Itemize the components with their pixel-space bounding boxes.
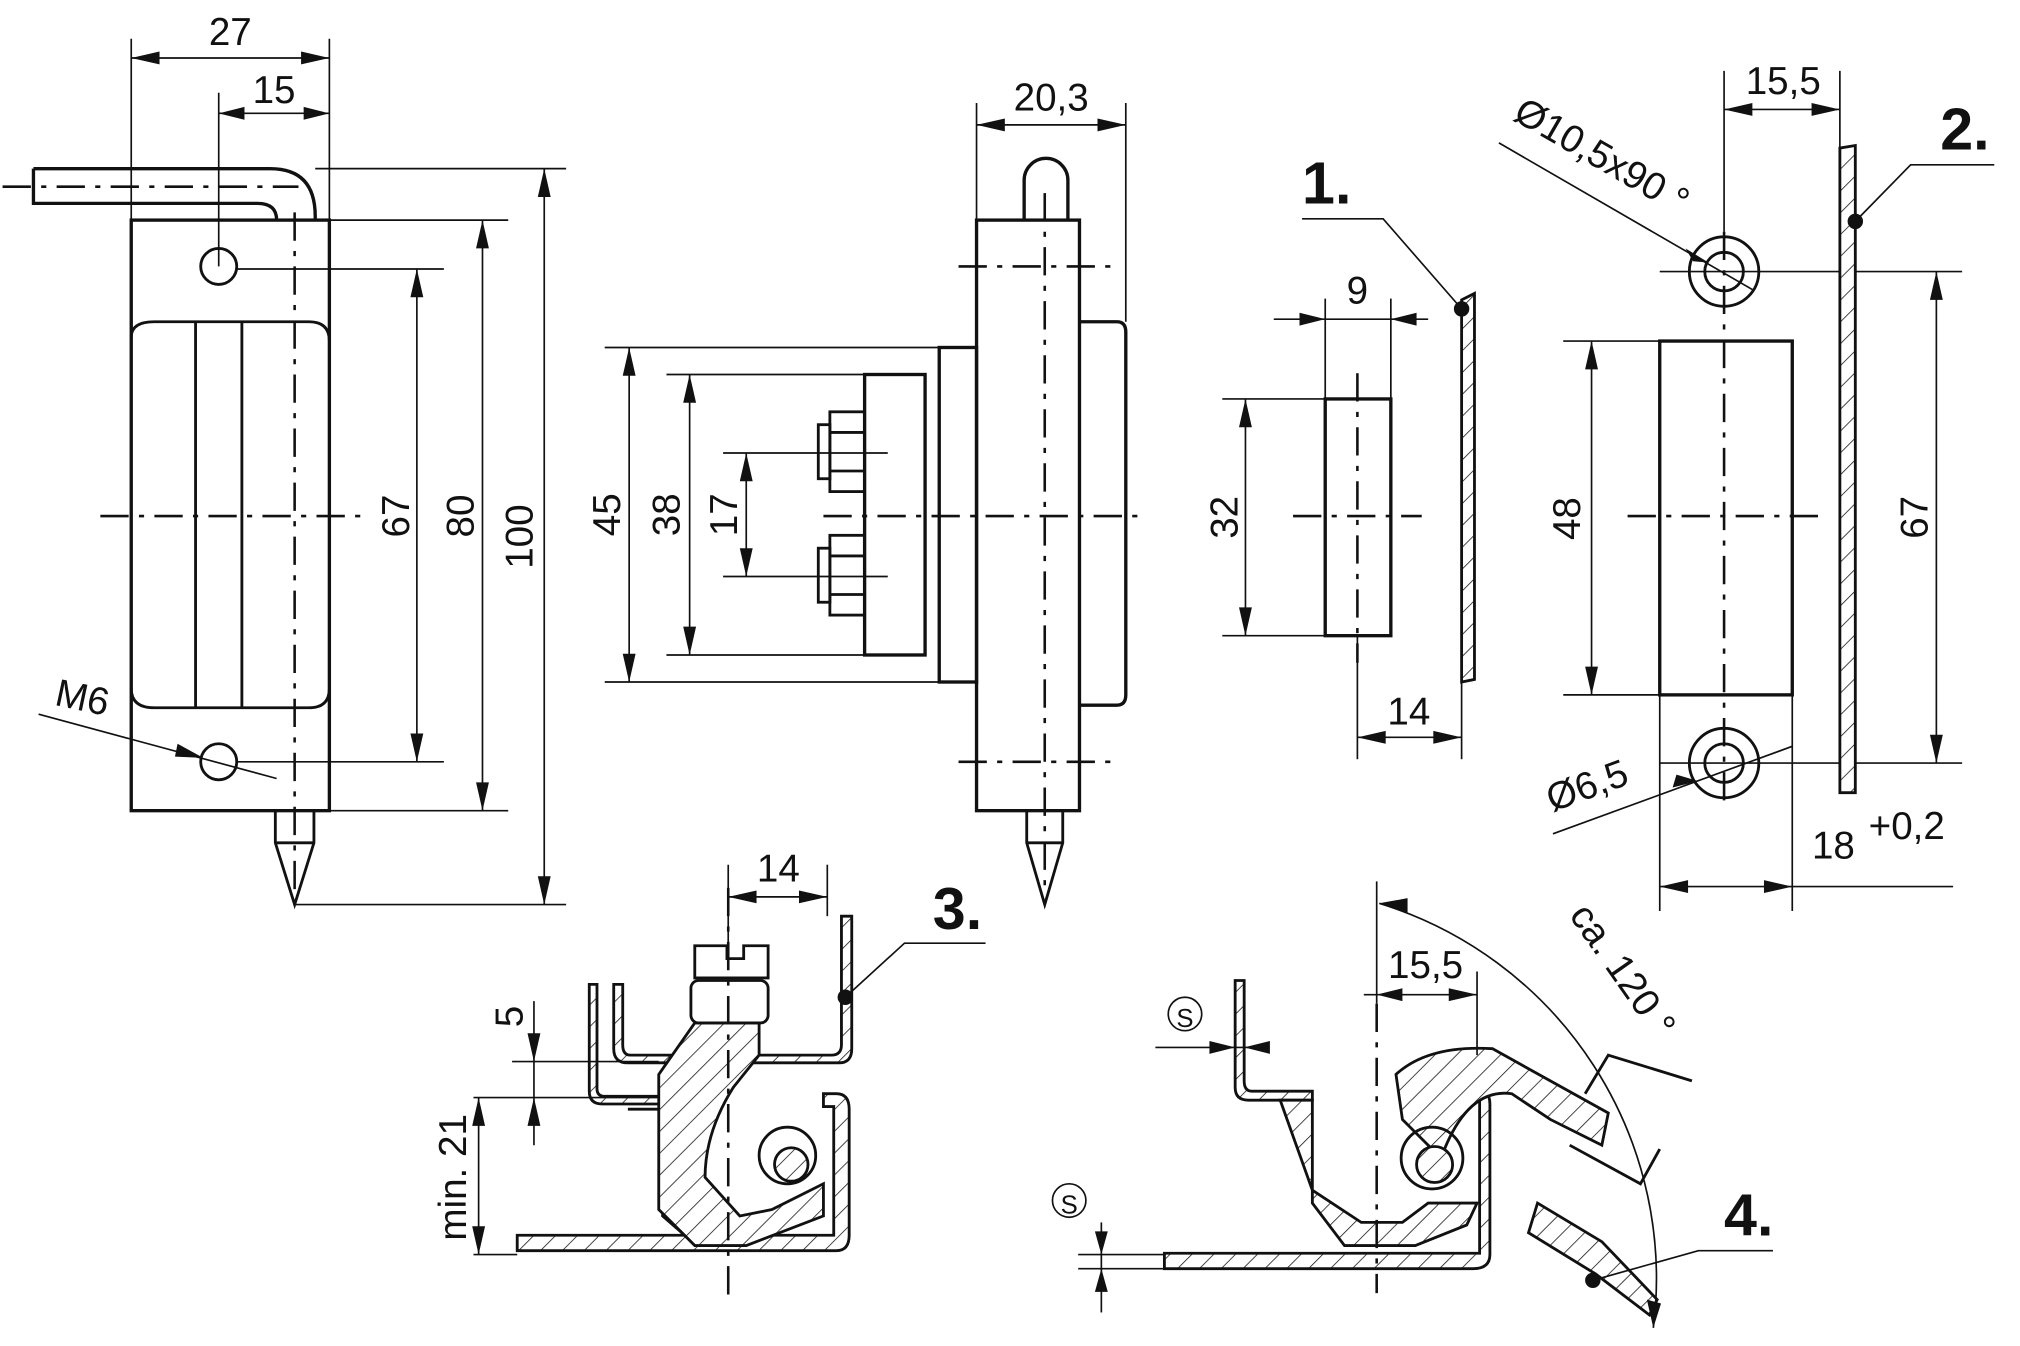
thickness-symbol-top-text: S [1176,1005,1193,1033]
front-pin [273,810,316,910]
dim-plate-45: 45 [586,493,629,536]
part-1-label: 1. [1302,149,1351,216]
dim-part3-gap: 5 [488,1006,531,1027]
side-bolt-bottom [816,533,867,617]
side-view: 20,3 45 38 17 [586,77,1139,910]
dim-width-total: 27 [209,11,252,54]
part-2-view: 2. 15,5 Ø10,5x90 ° 48 67 Ø6,5 18 +0,2 [1498,60,1995,912]
dim-part3-min-depth: min. 21 [432,1114,475,1241]
dim-part1-width: 9 [1347,270,1368,313]
dim-part2-tolerance: +0,2 [1869,805,1945,848]
dim-total-height: 100 [499,504,542,568]
dim-part3-offset: 14 [757,847,800,890]
dim-bolt-spacing: 17 [703,493,746,536]
front-lever [31,166,317,221]
side-bolt-top [816,410,867,494]
dim-part4-angle: ca. 120 ° [1561,896,1684,1046]
dim-countersink: Ø10,5x90 ° [1507,90,1696,224]
dim-body-height: 80 [439,495,482,538]
dim-part2-hole-spacing: 67 [1893,496,1936,539]
dim-thread: M6 [52,671,113,724]
dim-hole-spacing: 67 [375,495,418,538]
dim-hole-offset: 15 [253,69,296,112]
dim-part2-hole-offset: 15,5 [1746,60,1821,103]
front-recess [129,320,331,710]
dim-plate-38: 38 [645,493,688,536]
front-view: 27 15 67 80 100 M6 [2,11,567,910]
dim-part1-height: 32 [1204,496,1247,539]
thickness-symbol-top [1167,996,1203,1032]
part-2-label: 2. [1940,95,1989,162]
dim-part1-offset: 14 [1387,690,1430,733]
dim-part4-offset: 15,5 [1388,944,1463,987]
part-4-label: 4. [1724,1181,1773,1248]
thickness-symbol-bottom-text: S [1061,1191,1078,1219]
dim-depth: 20,3 [1014,77,1089,120]
part-3-view: 14 3. 5 min. 21 [432,847,986,1303]
dim-part2-width: 18 [1812,824,1855,867]
part-3-label: 3. [933,875,982,942]
thickness-symbol-bottom [1051,1182,1087,1219]
front-bottom-hole [199,742,239,782]
dim-part2-body-height: 48 [1546,497,1589,540]
part-1-view: 1. 9 32 14 [1204,149,1476,760]
part-4-view: 15,5 ca. 120 ° 4. S S [1051,881,1773,1328]
